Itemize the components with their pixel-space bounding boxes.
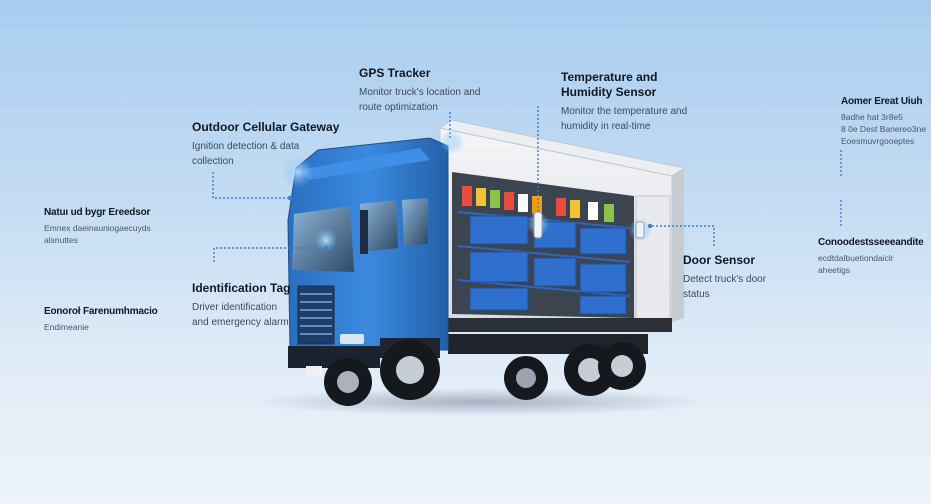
temperature-title-line1: Temperature and xyxy=(561,70,658,84)
right-blurred-label-1: Aomer Ereat Uiuh 8adhe hat 3r8e5 8 0e De… xyxy=(841,94,926,147)
temperature-desc-line2: humidity in real-time xyxy=(561,121,651,132)
door-leader xyxy=(650,225,715,246)
door-sensor-title: Door Sensor xyxy=(683,253,756,267)
identification-leader xyxy=(213,247,326,262)
sensor-glows xyxy=(282,130,652,252)
right-blurred-desc-2-line2: aheetigs xyxy=(818,265,851,275)
temperature-humidity-label: Temperature and Humidity Sensor Monitor … xyxy=(561,70,687,134)
ground-shadow xyxy=(250,388,710,416)
gateway-sensor-glow xyxy=(282,156,314,188)
cellular-gateway-label: Outdoor Cellular Gateway Ignition detect… xyxy=(192,120,339,169)
cellular-gateway-title: Outdoor Cellular Gateway xyxy=(192,120,340,134)
temperature-humidity-desc: Monitor the temperature and humidity in … xyxy=(561,104,687,134)
leader-lines xyxy=(212,106,842,262)
identification-tag-desc: Driver identification and emergency alar… xyxy=(192,300,290,330)
left-blurred-desc-2-line1: Endimeanie xyxy=(44,322,89,332)
door-sensor-desc: Detect truck's door status xyxy=(683,272,766,302)
left-blurred-label-1: Natuı ud bygr Ereedsor Emnex daeinauniog… xyxy=(44,205,151,246)
right-blurred-desc-1-line1: 8adhe hat 3r8e5 xyxy=(841,112,903,122)
left-blurred-title-2: Eonoroł Farenumhmacio xyxy=(44,306,158,317)
goods xyxy=(462,186,614,222)
gps-tracker-desc-line2: route optimization xyxy=(359,102,438,113)
right-blurred-label-2: Conoodestsseeeandite ecdtdalbuetiondaicl… xyxy=(818,235,924,276)
left-blurred-desc-1-line1: Emnex daeinauniogaecuyds xyxy=(44,223,151,233)
cargo-box xyxy=(438,119,686,354)
left-blurred-desc-1-line2: alsnuttes xyxy=(44,235,79,245)
idtag-desc-line2: and emergency alarm xyxy=(192,317,289,328)
door-desc-line2: status xyxy=(683,289,710,300)
identification-tag-glow xyxy=(314,228,338,252)
right-blurred-title-1: Aomer Ereat Uiuh xyxy=(841,96,923,107)
cellular-gateway-desc: Ignition detection & data collection xyxy=(192,139,339,169)
gateway-desc-line2: collection xyxy=(192,156,234,167)
cab xyxy=(287,137,449,376)
right-blurred-desc-1: 8adhe hat 3r8e5 8 0e Dest Banereo3ne Eoe… xyxy=(841,111,926,147)
temperature-humidity-title: Temperature and Humidity Sensor xyxy=(561,70,687,100)
right-blurred-desc-1-line2: 8 0e Dest Banereo3ne xyxy=(841,124,927,134)
left-blurred-label-2: Eonoroł Farenumhmacio Endimeanie xyxy=(44,304,158,333)
door-sensor-label: Door Sensor Detect truck's door status xyxy=(683,253,766,302)
wheels xyxy=(324,340,646,406)
gps-tracker-title: GPS Tracker xyxy=(359,66,431,80)
left-blurred-desc-2: Endimeanie xyxy=(44,321,158,333)
idtag-desc-line1: Driver identification xyxy=(192,302,278,313)
gps-sensor-glow xyxy=(440,130,464,154)
gps-tracker-label: GPS Tracker Monitor truck's location and… xyxy=(359,66,480,115)
door-desc-line1: Detect truck's door xyxy=(683,274,767,285)
right-blurred-title-2: Conoodestsseeeandite xyxy=(818,237,924,248)
left-blurred-title-1: Natuı ud bygr Ereedsor xyxy=(44,207,151,218)
right-blurred-desc-2-line1: ecdtdalbuetiondaiclr xyxy=(818,253,894,263)
gps-tracker-desc: Monitor truck's location and route optim… xyxy=(359,85,480,115)
right-blurred-desc-1-line3: Eoesmuvrgooeptes xyxy=(841,136,915,146)
identification-tag-title: Identification Tag xyxy=(192,281,291,295)
identification-tag-label: Identification Tag Driver identification… xyxy=(192,281,290,330)
gateway-desc-line1: Ignition detection & data xyxy=(192,141,300,152)
temperature-title-line2: Humidity Sensor xyxy=(561,85,657,99)
temperature-desc-line1: Monitor the temperature and xyxy=(561,106,688,117)
left-blurred-desc-1: Emnex daeinauniogaecuyds alsnuttes xyxy=(44,222,151,246)
gateway-leader xyxy=(212,172,290,199)
right-blurred-desc-2: ecdtdalbuetiondaiclr aheetigs xyxy=(818,252,923,276)
gps-tracker-desc-line1: Monitor truck's location and xyxy=(359,87,481,98)
